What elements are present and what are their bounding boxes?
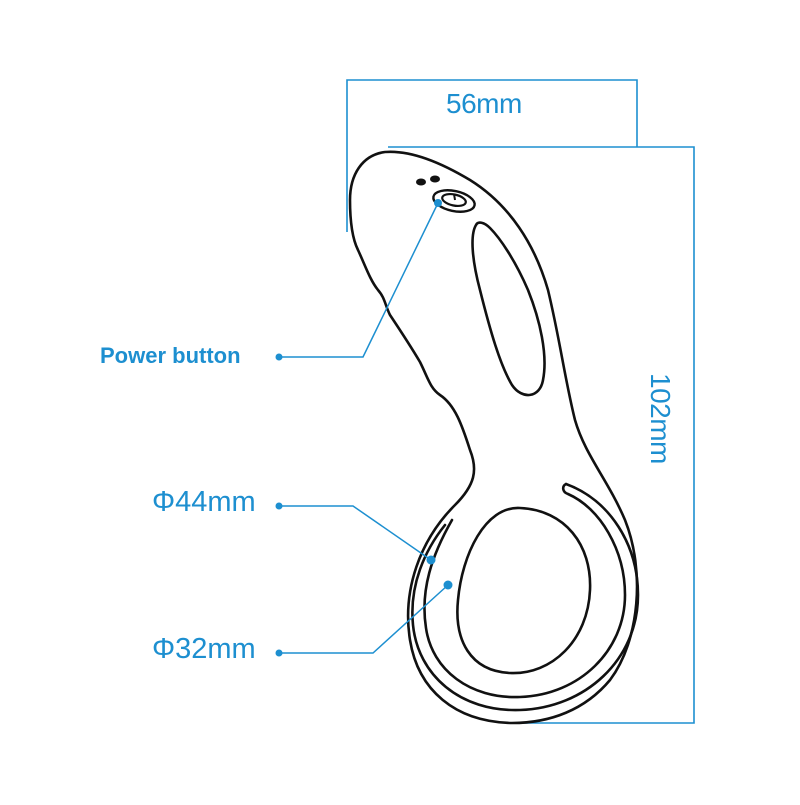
device-outline: [348, 150, 640, 725]
width-dimension-bracket: [346, 79, 638, 232]
power-button-leader: [275, 199, 442, 361]
outer-ring-diameter-callout: Φ44mm: [152, 486, 256, 518]
inner-ring-leader: [275, 580, 453, 657]
width-dimension-label: 56mm: [446, 88, 522, 119]
power-button-callout: Power button: [100, 343, 241, 368]
power-button-icon: [432, 189, 476, 213]
outer-ring-leader: [275, 502, 436, 565]
indicator-dots-icon: [416, 175, 440, 186]
height-dimension-bracket: [388, 146, 695, 724]
inner-ring-diameter-callout: Φ32mm: [152, 633, 256, 665]
height-dimension-label: 102mm: [645, 373, 676, 464]
